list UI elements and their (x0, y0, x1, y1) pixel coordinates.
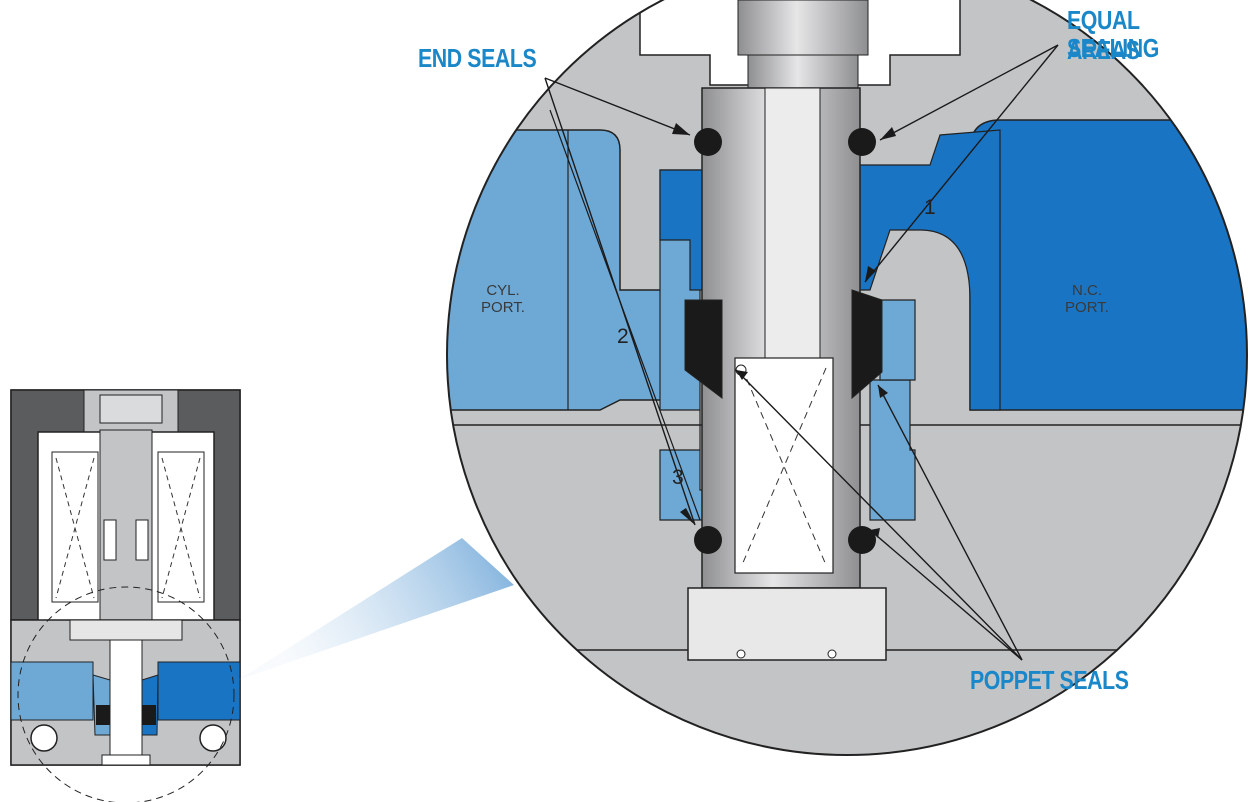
cyl-port-label-line1: CYL. (486, 282, 520, 299)
equal-sealing-areas-label-line2: AREAS (1067, 35, 1140, 65)
end-seals-label: END SEALS (418, 43, 537, 73)
magnified-detail-border (446, 0, 1248, 756)
nc-port-label-line1: N.C. (1072, 282, 1102, 299)
nc-port-label: N.C. PORT. (1052, 282, 1122, 316)
number-1: 1 (924, 196, 936, 219)
equal-sealing-areas-label-line1: EQUAL SEALING (1067, 5, 1159, 63)
number-3: 3 (672, 466, 684, 489)
cyl-port-label: CYL. PORT. (468, 282, 538, 316)
nc-port-label-line2: PORT. (1065, 299, 1109, 316)
leader-arrowheads (672, 123, 896, 538)
poppet-seals-label: POPPET SEALS (970, 665, 1129, 695)
magnification-beam (238, 538, 514, 680)
number-2: 2 (617, 325, 629, 348)
cyl-port-label-line2: PORT. (481, 299, 525, 316)
magnified-detail (447, 0, 1247, 755)
leader-lines (544, 44, 1059, 661)
small-valve-overview (10, 389, 241, 802)
